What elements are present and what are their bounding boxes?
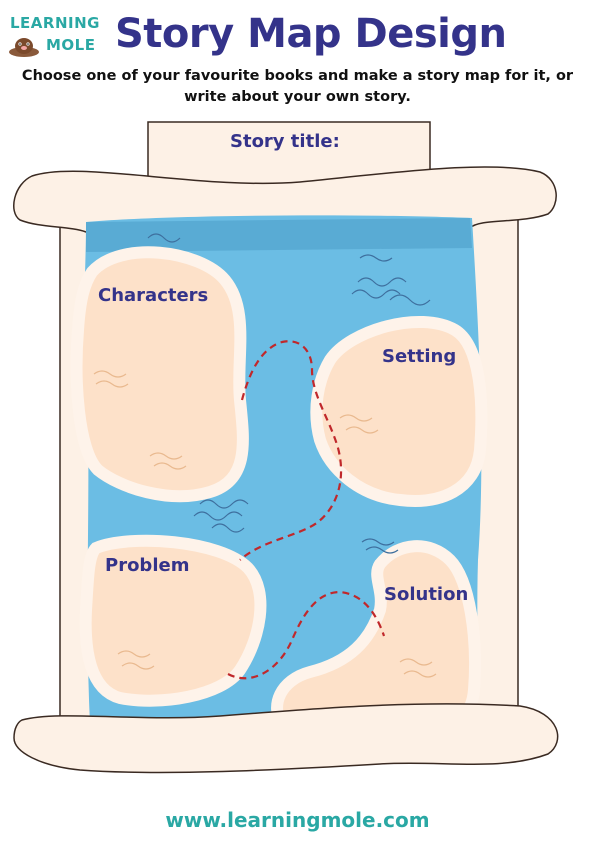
mole-icon xyxy=(9,38,39,57)
dashed-path-2 xyxy=(227,590,386,680)
brand-line-2: MOLE xyxy=(46,36,96,54)
wave-icon xyxy=(147,233,431,554)
scroll-bottom-roll xyxy=(13,703,559,774)
sand-ripples xyxy=(93,370,437,678)
setting-label: Setting xyxy=(382,346,457,367)
problem-label: Problem xyxy=(105,555,190,576)
page-subtitle: Choose one of your favourite books and m… xyxy=(21,68,574,105)
website-link[interactable]: www.learningmole.com xyxy=(165,808,430,832)
brand-logo: LEARNING MOLE xyxy=(8,12,108,58)
story-title-label: Story title: xyxy=(230,131,340,152)
island-characters xyxy=(70,246,249,503)
brand-line-1: LEARNING xyxy=(10,14,100,32)
scroll-top-roll xyxy=(13,166,557,233)
island-setting xyxy=(310,316,488,507)
characters-label: Characters xyxy=(98,285,209,306)
story-map-scroll xyxy=(13,121,559,774)
dashed-path-1 xyxy=(239,340,343,561)
page-title: Story Map Design xyxy=(115,11,507,57)
sea-shadow xyxy=(86,218,472,252)
solution-label: Solution xyxy=(384,584,469,605)
island-problem xyxy=(79,534,267,707)
